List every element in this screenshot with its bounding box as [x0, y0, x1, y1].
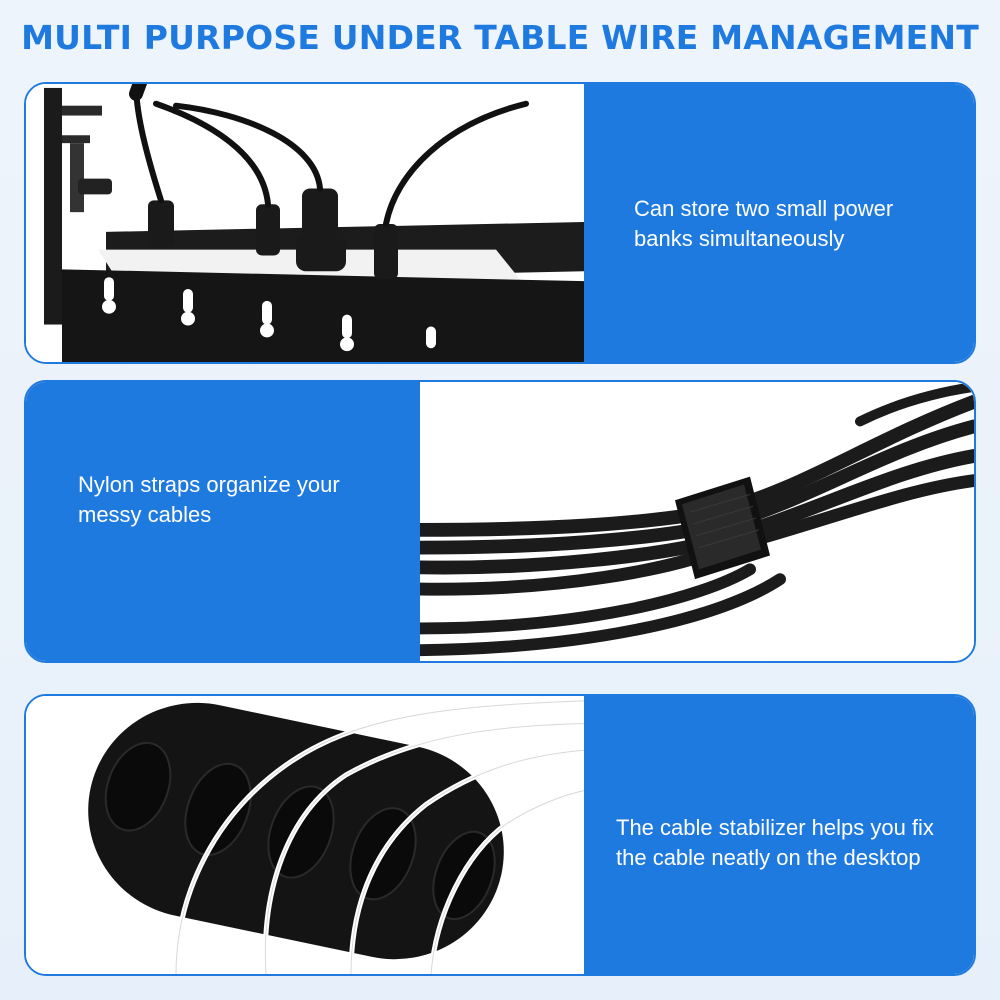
caption-box: The cable stabilizer helps you fix the c…: [584, 696, 974, 974]
cable-clip-holder-photo: [26, 696, 584, 974]
feature-caption: Nylon straps organize your messy cables: [78, 472, 340, 527]
caption-box: Nylon straps organize your messy cables: [26, 382, 420, 661]
feature-panel-cable-stabilizer: The cable stabilizer helps you fix the c…: [24, 694, 976, 976]
feature-panel-power-banks: Can store two small power banks simultan…: [24, 82, 976, 364]
feature-caption: The cable stabilizer helps you fix the c…: [616, 815, 934, 870]
page-title: MULTI PURPOSE UNDER TABLE WIRE MANAGEMEN…: [21, 18, 979, 57]
cable-strap-photo: [420, 382, 974, 661]
caption-box: Can store two small power banks simultan…: [584, 84, 974, 362]
feature-panel-nylon-straps: Nylon straps organize your messy cables: [24, 380, 976, 663]
feature-caption: Can store two small power banks simultan…: [634, 196, 894, 251]
power-strip-tray-photo: [26, 84, 584, 362]
